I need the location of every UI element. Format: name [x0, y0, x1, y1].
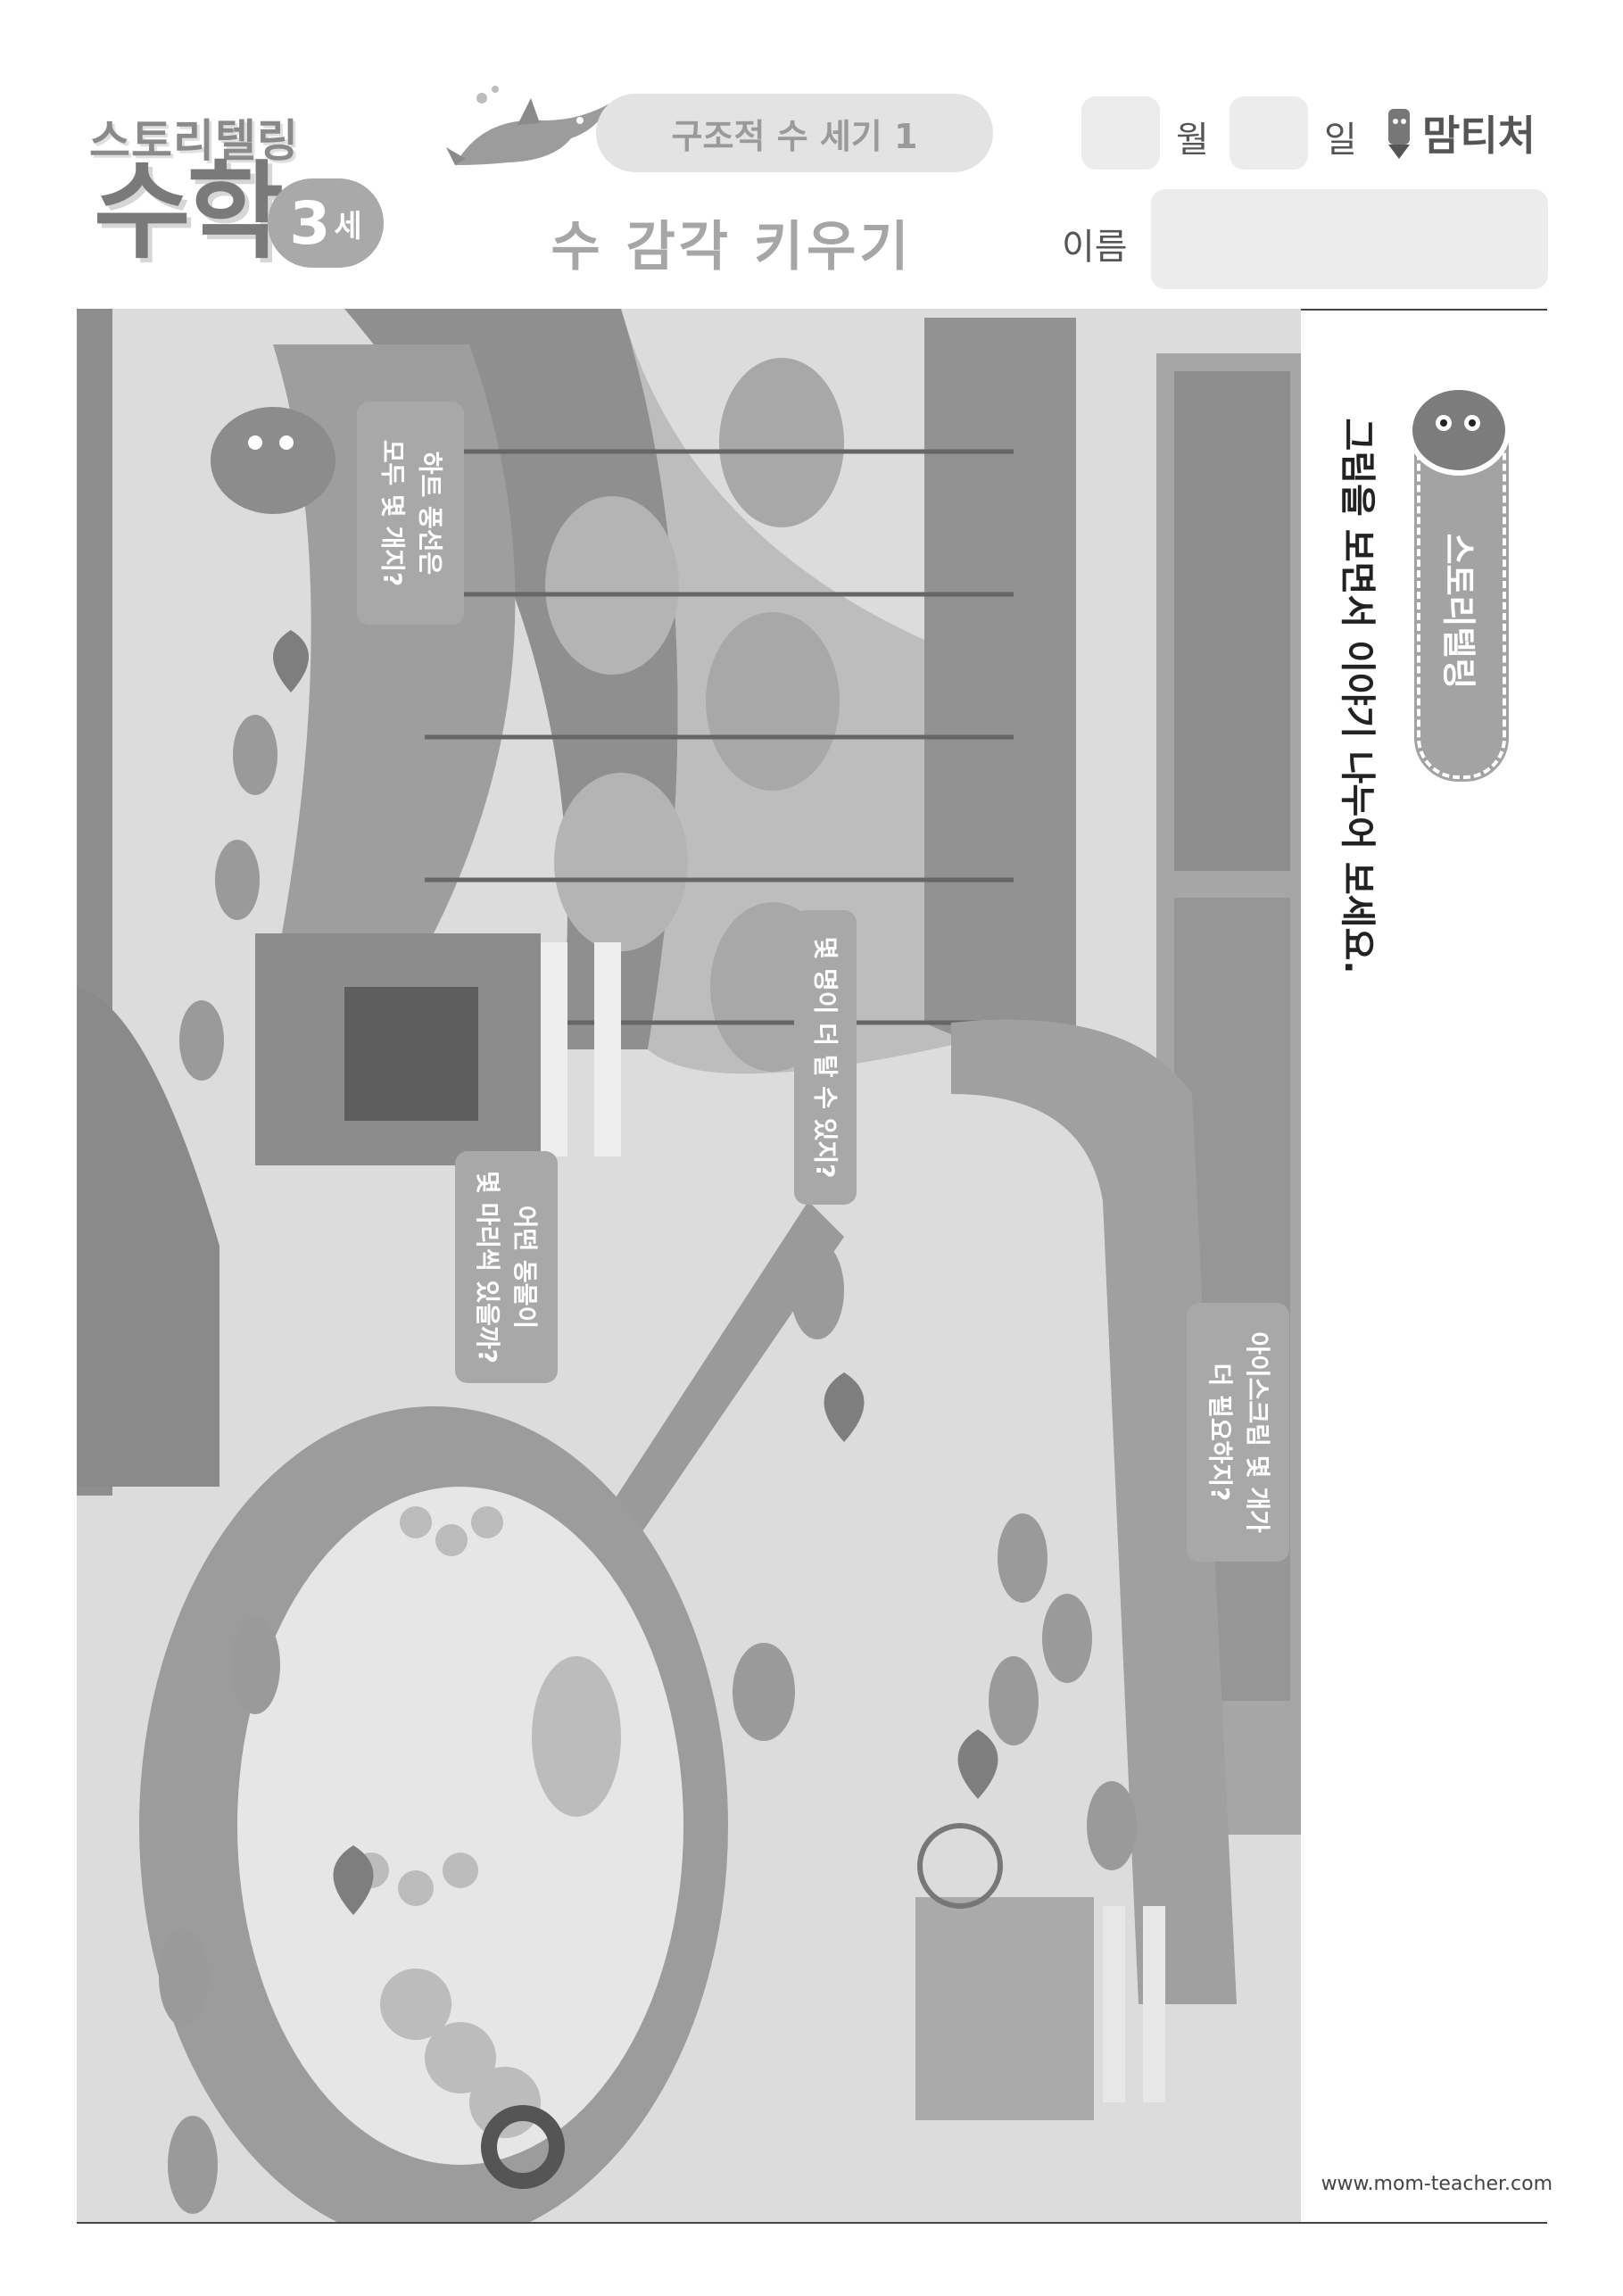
footer-divider — [77, 2222, 1547, 2224]
month-field[interactable] — [1081, 96, 1160, 170]
brand-name: 맘티처 — [1422, 112, 1536, 160]
logo-title-main: 수학 — [94, 150, 284, 273]
pencil-icon — [1388, 109, 1410, 159]
mascot-icon — [1407, 385, 1511, 476]
age-unit: 세 — [334, 208, 362, 245]
speech-bubble-ride-capacity: 몇 명이 더 탈 수 있지? — [794, 910, 857, 1205]
speech-bubble-text: 하트 풍선은 모두 몇 개지? — [377, 439, 445, 587]
day-field[interactable] — [1230, 96, 1308, 170]
topic-pill: 구조적 수 세기 1 — [596, 94, 993, 172]
dolphin-illustration — [446, 86, 611, 165]
brand-logo: 맘티처 — [1381, 104, 1536, 162]
day-label: 일 — [1324, 120, 1357, 161]
logo-title-top: 스토리텔링 — [89, 115, 299, 167]
website-url: www.mom-teacher.com — [1321, 2173, 1553, 2195]
age-badge: 3 세 — [268, 178, 384, 268]
month-label: 월 — [1176, 120, 1209, 161]
speech-bubble-text: 어떤 동물이 몇 마리씩 있을까? — [473, 1170, 541, 1364]
instruction-text: 그림을 보면서 이야기 나누어 보세요. — [1337, 418, 1378, 974]
speech-bubble-heart-balloons: 하트 풍선은 모두 몇 개지? — [357, 402, 464, 625]
name-label: 이름 — [1062, 227, 1128, 268]
speech-bubble-ice-cream: 아이스크림 몇 개가 더 필요하지? — [1187, 1303, 1289, 1562]
age-number: 3 — [289, 188, 331, 258]
amusement-park-illustration — [77, 309, 1301, 2222]
name-field[interactable] — [1151, 189, 1548, 289]
speech-bubble-text: 아이스크림 몇 개가 더 필요하지? — [1205, 1331, 1272, 1533]
speech-bubble-text: 몇 명이 더 탈 수 있지? — [811, 936, 841, 1179]
page-subtitle: 수 감각 키우기 — [551, 216, 913, 278]
speech-bubble-animals: 어떤 동물이 몇 마리씩 있을까? — [455, 1151, 558, 1383]
storytelling-label: 스토리텔링 — [1438, 533, 1478, 689]
